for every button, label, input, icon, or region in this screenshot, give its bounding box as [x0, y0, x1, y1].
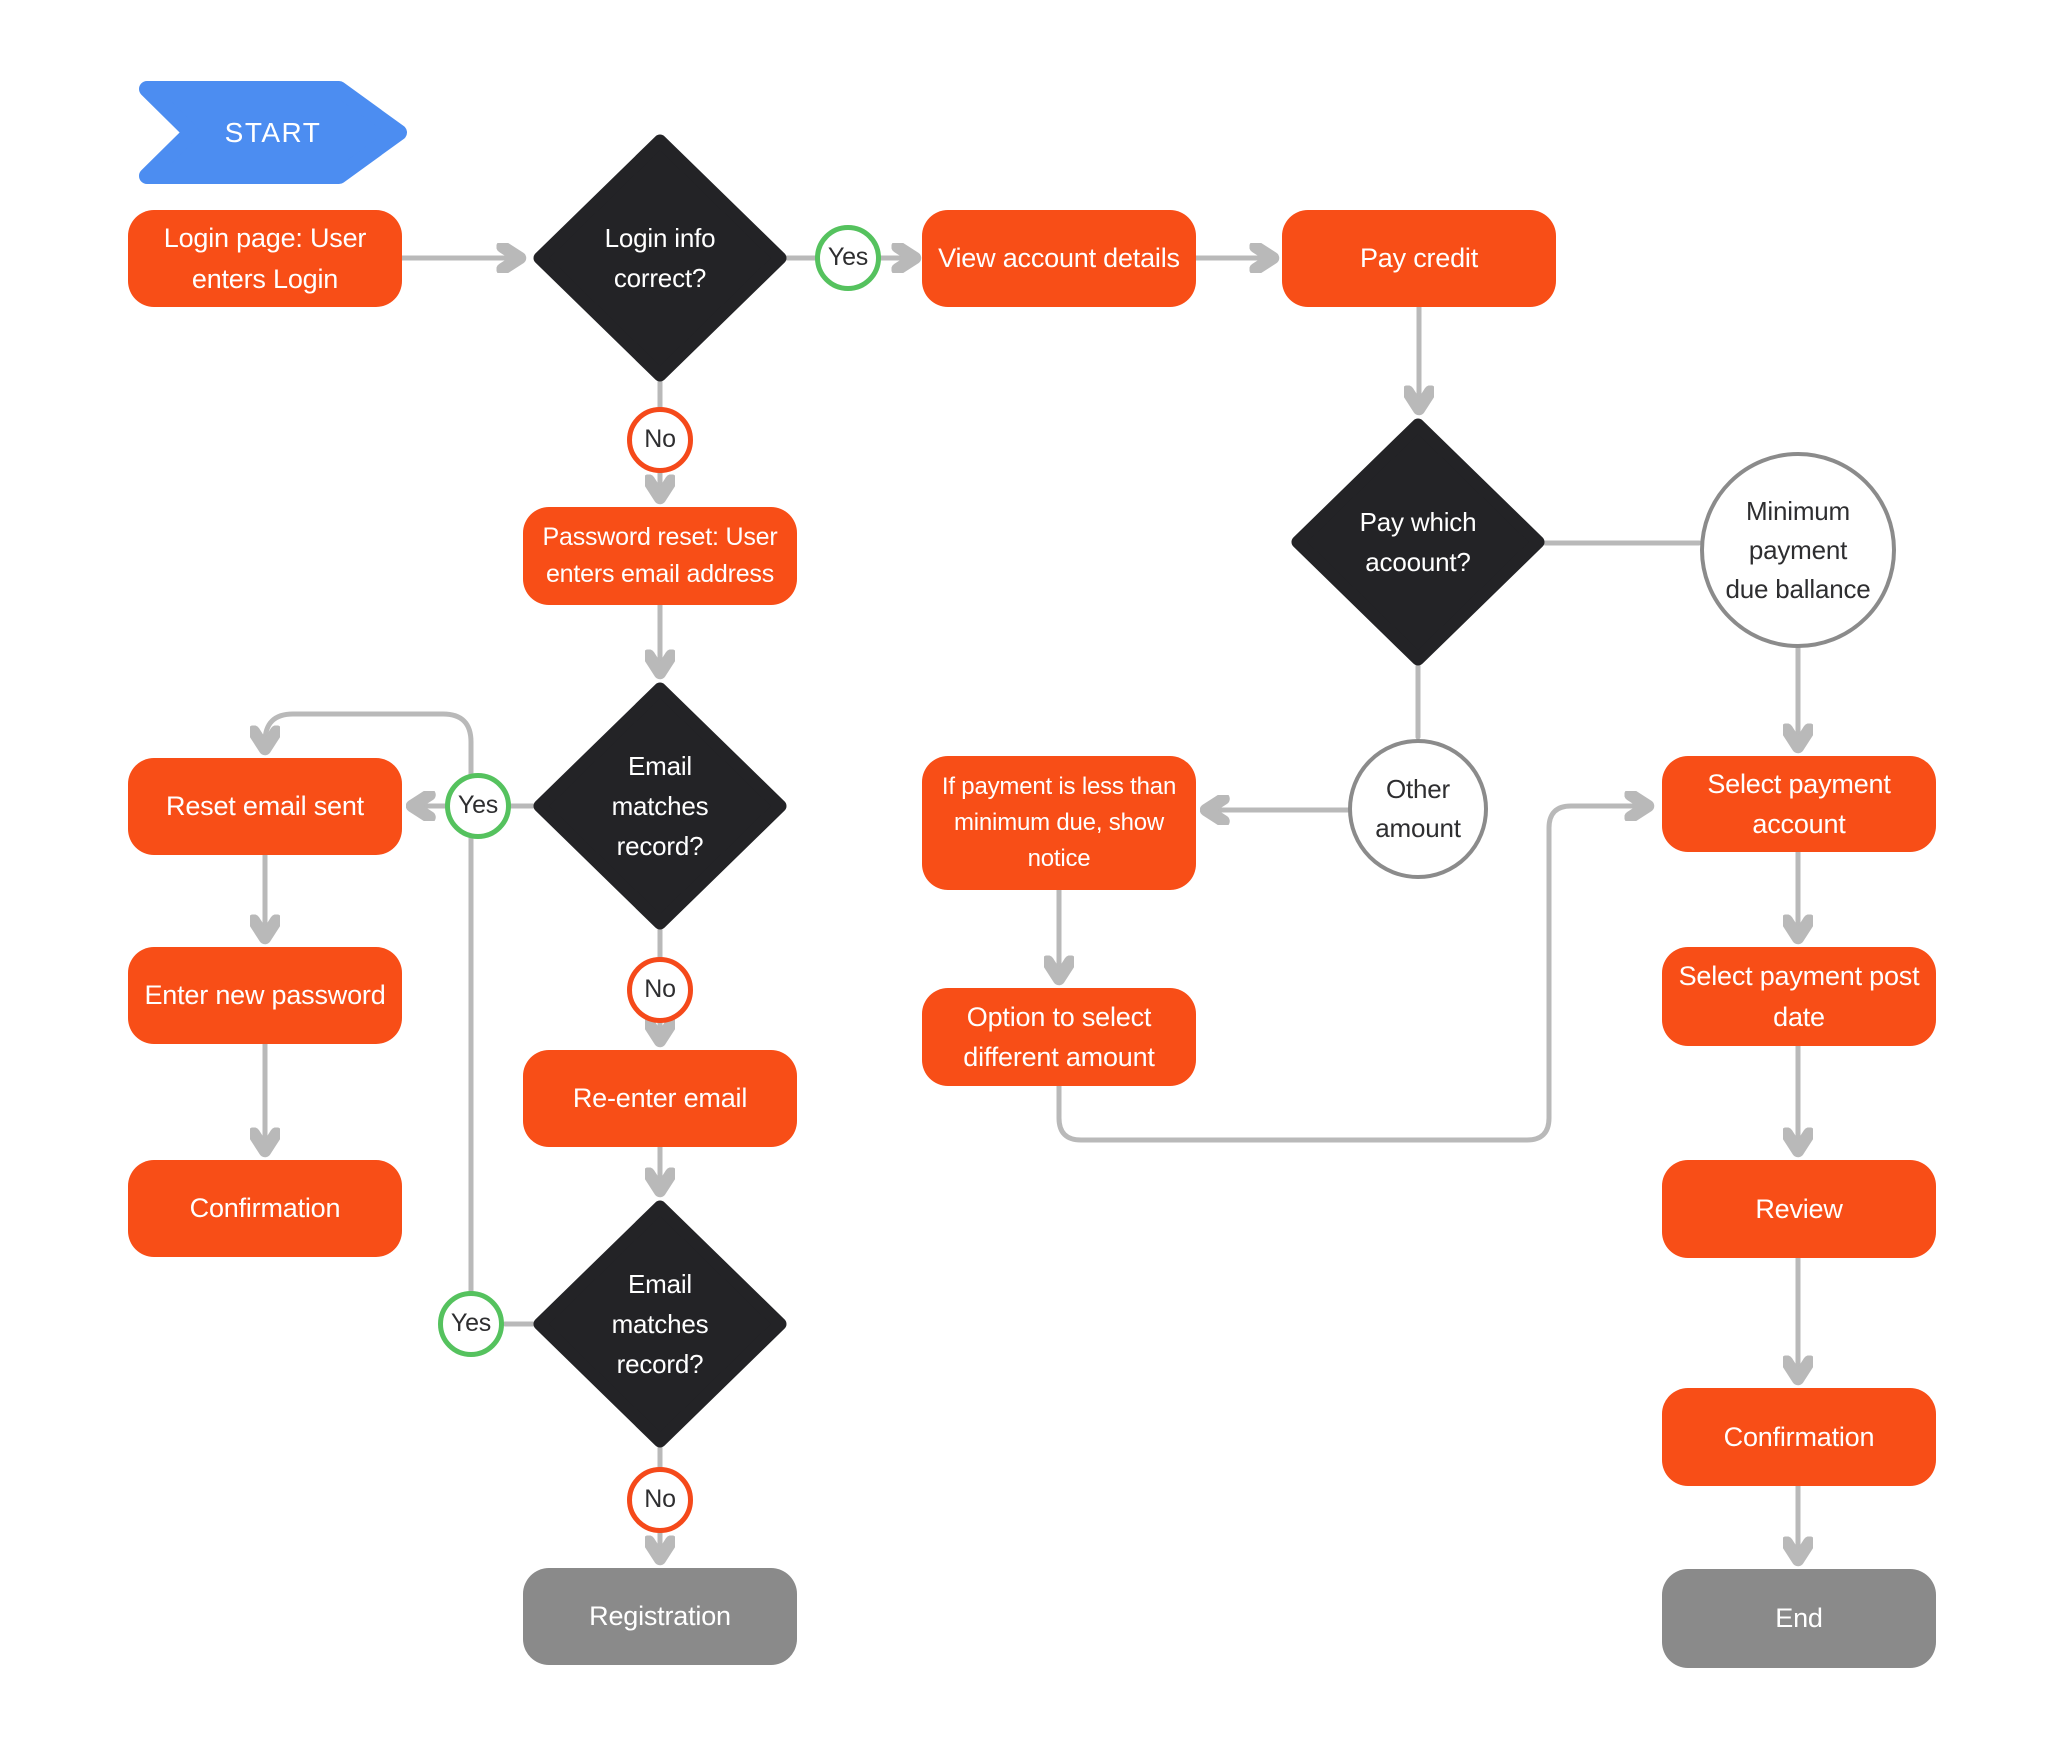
- node-view-account-details: View account details: [922, 210, 1196, 307]
- node-option-different-amount: Option to select different amount: [922, 988, 1196, 1086]
- start-ribbon-shape: [139, 81, 407, 184]
- node-yes-2: Yes: [445, 773, 511, 839]
- decision-diamond-shape: [1291, 418, 1545, 666]
- node-login-info-correct: Login info correct?: [533, 134, 787, 382]
- node-label: Minimum payment due ballance: [1725, 495, 1871, 604]
- node-label: Confirmation: [189, 1193, 341, 1224]
- node-label: Registration: [589, 1601, 731, 1632]
- node-minimum-payment-due-balance: Minimum payment due ballance: [1700, 452, 1896, 648]
- node-select-payment-post-date: Select payment post date: [1662, 947, 1936, 1046]
- node-yes-3: Yes: [438, 1291, 504, 1357]
- node-label: Yes: [450, 1309, 492, 1338]
- node-no-2: No: [627, 957, 693, 1023]
- node-label: View account details: [938, 243, 1180, 274]
- node-label: Confirmation: [1723, 1421, 1875, 1452]
- node-label: Password reset: User enters email addres…: [542, 522, 778, 589]
- node-label: End: [1775, 1603, 1823, 1634]
- node-re-enter-email: Re-enter email: [523, 1050, 797, 1147]
- node-label: Yes: [827, 243, 869, 272]
- node-password-reset: Password reset: User enters email addres…: [523, 507, 797, 605]
- node-yes-1: Yes: [815, 225, 881, 291]
- node-select-payment-account: Select payment account: [1662, 756, 1936, 852]
- node-review: Review: [1662, 1160, 1936, 1258]
- decision-diamond-shape: [533, 682, 787, 930]
- node-end: End: [1662, 1569, 1936, 1668]
- connector-option-to-selectaccount: [1056, 806, 1648, 1143]
- node-enter-new-password: Enter new password: [128, 947, 402, 1044]
- node-less-than-minimum-notice: If payment is less than minimum due, sho…: [922, 756, 1196, 890]
- decision-diamond-shape: [533, 134, 787, 382]
- node-label: Email matches record?: [611, 750, 709, 862]
- node-label: Select payment post date: [1678, 961, 1920, 1032]
- node-label: Yes: [457, 791, 499, 820]
- node-label: Re-enter email: [572, 1083, 748, 1114]
- node-label: Reset email sent: [166, 791, 364, 822]
- node-label: Pay which acoount?: [1359, 506, 1477, 577]
- node-label: Login info correct?: [604, 222, 716, 293]
- node-email-matches-record-2: Email matches record?: [533, 1200, 787, 1448]
- node-label: Option to select different amount: [963, 1001, 1155, 1073]
- node-label: Review: [1755, 1193, 1843, 1224]
- node-label: Login page: User enters Login: [163, 223, 367, 294]
- node-no-3: No: [627, 1467, 693, 1533]
- node-label: START: [224, 116, 322, 148]
- node-label: No: [644, 975, 676, 1004]
- node-no-1: No: [627, 407, 693, 473]
- node-registration: Registration: [523, 1568, 797, 1665]
- node-label: Email matches record?: [611, 1268, 709, 1380]
- node-pay-which-account: Pay which acoount?: [1291, 418, 1545, 666]
- node-label: No: [644, 425, 676, 454]
- node-label: Select payment account: [1707, 768, 1891, 840]
- node-other-amount: Other amount: [1348, 739, 1488, 879]
- node-label: No: [644, 1485, 676, 1514]
- decision-diamond-shape: [533, 1200, 787, 1448]
- node-pay-credit: Pay credit: [1282, 210, 1556, 307]
- node-label: Enter new password: [144, 980, 386, 1011]
- node-label: Pay credit: [1359, 243, 1479, 274]
- node-label: If payment is less than minimum due, sho…: [941, 773, 1177, 872]
- node-label: Other amount: [1375, 774, 1461, 843]
- node-start: START: [138, 80, 408, 185]
- connector-yes-loop-to-resetemailsent: [265, 711, 474, 1294]
- node-confirmation-right: Confirmation: [1662, 1388, 1936, 1486]
- node-email-matches-record-1: Email matches record?: [533, 682, 787, 930]
- node-login-page: Login page: User enters Login: [128, 210, 402, 307]
- node-confirmation-left: Confirmation: [128, 1160, 402, 1257]
- node-reset-email-sent: Reset email sent: [128, 758, 402, 855]
